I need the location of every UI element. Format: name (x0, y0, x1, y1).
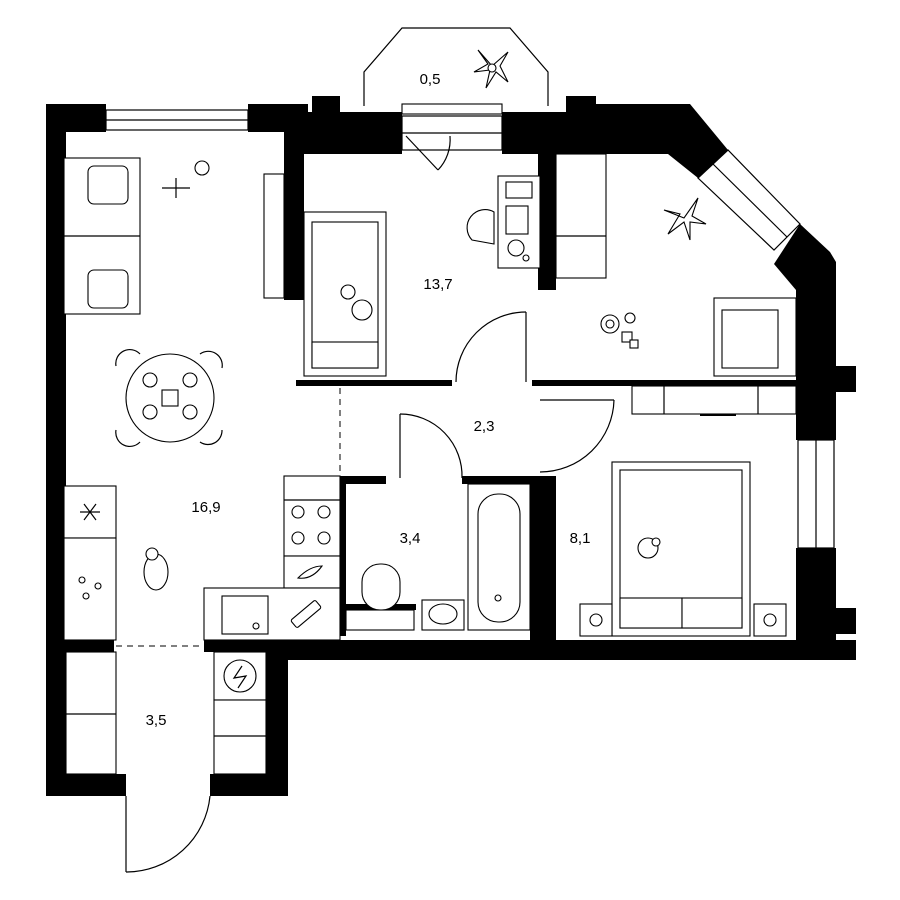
balcony (363, 27, 549, 115)
area-label-bedroom-main: 8,1 (570, 530, 591, 547)
electric-panel-icon (232, 665, 248, 689)
area-label-balcony: 0,5 (420, 71, 441, 88)
cat-icon (143, 547, 169, 591)
area-label-entrance-hall: 3,5 (146, 712, 167, 729)
entrance-furniture (65, 651, 267, 775)
area-labels: 0,5 16,9 13,7 2,3 3,4 8,1 3,5 (146, 71, 591, 729)
cat-icon (637, 537, 661, 559)
kitchen-living-furniture (63, 157, 341, 641)
kids-room-furniture (303, 175, 541, 377)
living-room-furniture (555, 153, 797, 377)
area-label-bedroom-kids: 13,7 (423, 276, 452, 293)
ball-icon (194, 160, 210, 176)
doors (116, 135, 615, 873)
walls (46, 96, 856, 796)
teddy-icon (340, 284, 373, 321)
plant-icon (473, 49, 509, 89)
bathroom-furniture (345, 483, 531, 631)
area-label-kitchen-living: 16,9 (191, 499, 220, 516)
toy-plane-icon (162, 178, 190, 198)
bedroom-furniture (579, 385, 797, 637)
dish-icon (290, 600, 322, 628)
plant-icon (663, 197, 707, 241)
area-label-corridor: 2,3 (474, 418, 495, 435)
snowflake-icon (80, 503, 100, 521)
area-label-bathroom: 3,4 (400, 530, 421, 547)
chair-icons (115, 348, 223, 448)
windows (105, 109, 835, 549)
